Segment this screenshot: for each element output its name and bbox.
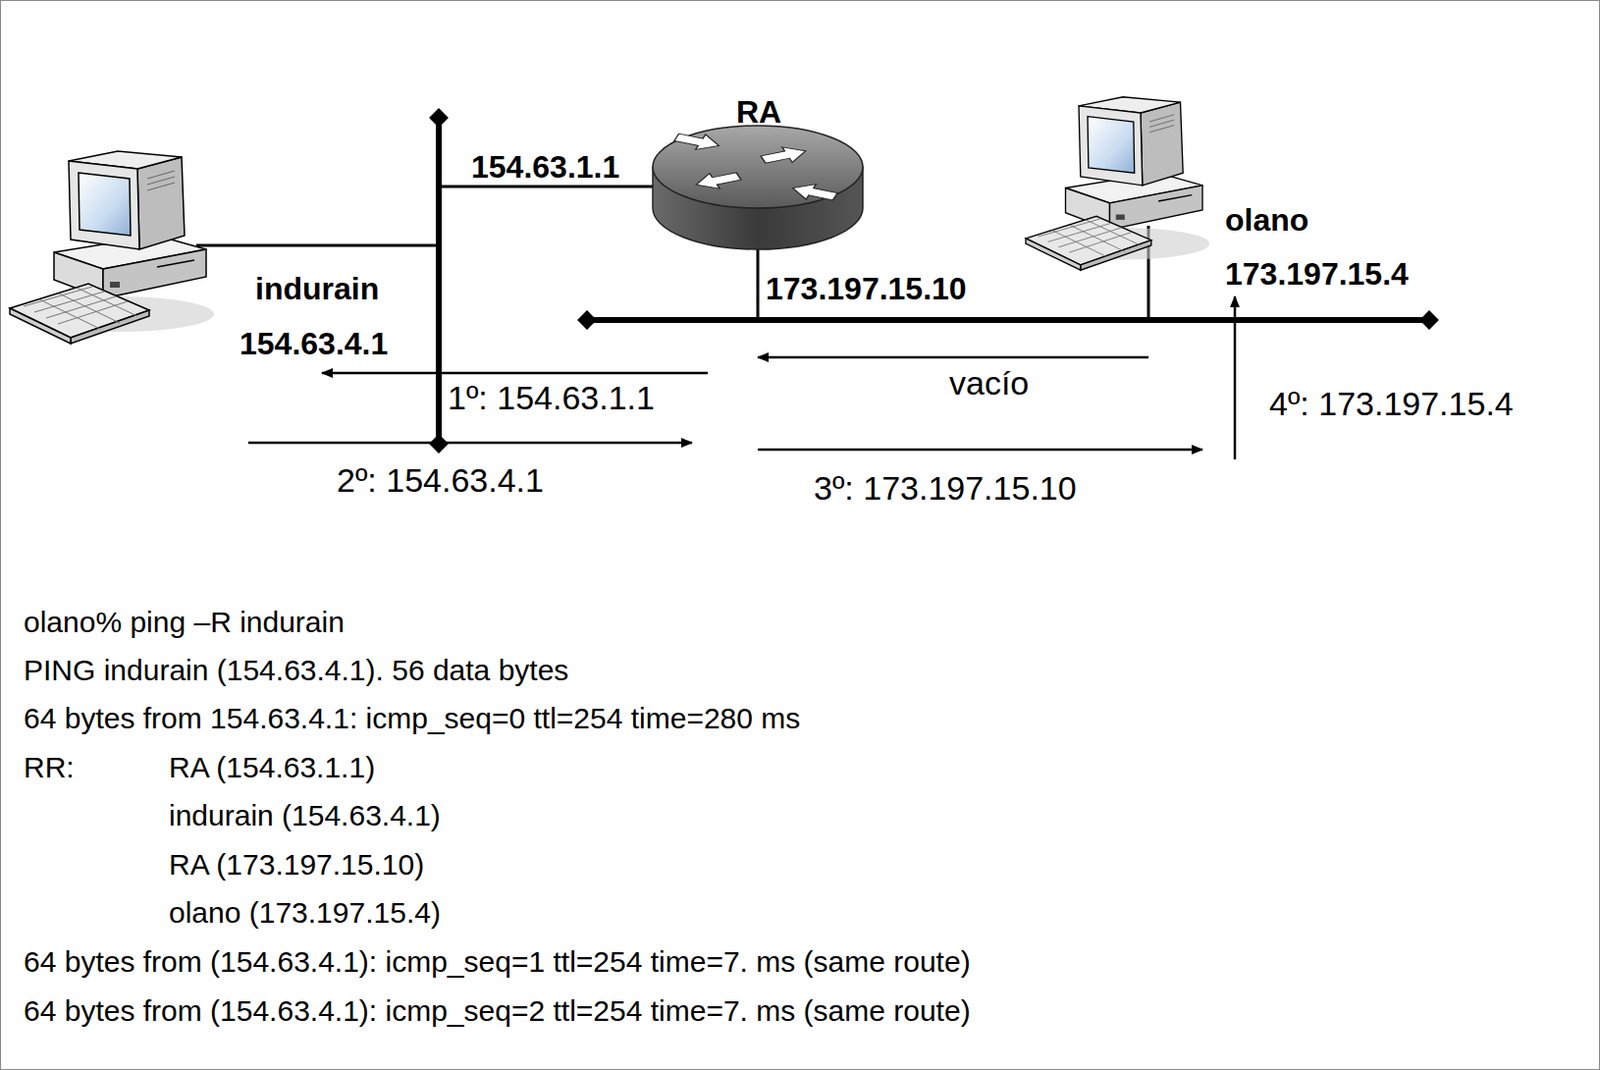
route-note: vacío: [949, 366, 1029, 400]
terminal-line: olano% ping –R indurain: [23, 607, 345, 638]
terminal-line: olano (173.197.15.4): [168, 898, 441, 928]
terminal-line: 64 bytes from (154.63.4.1): icmp_seq=1 t…: [23, 947, 971, 977]
host-name: indurain: [255, 272, 379, 305]
route-step: 2º: 154.63.4.1: [336, 463, 544, 497]
host-name: olano: [1225, 204, 1309, 236]
router-node: RA: [649, 90, 868, 256]
terminal-line: PING indurain (154.63.4.1). 56 data byte…: [23, 655, 569, 686]
terminal-line: RA (173.197.15.10): [168, 850, 425, 880]
route-step: 4º: 173.197.15.4: [1269, 386, 1514, 421]
host-address: 173.197.15.4: [1225, 258, 1409, 290]
host-address: 154.63.4.1: [239, 327, 388, 360]
computer-node: indurain 154.63.4.1: [9, 149, 413, 364]
terminal-line: RR:: [23, 752, 75, 783]
terminal-line: RA (154.63.1.1): [168, 752, 375, 783]
router-name: RA: [736, 96, 782, 128]
terminal-line: 64 bytes from (154.63.4.1): icmp_seq=2 t…: [23, 996, 971, 1026]
terminal-line: indurain (154.63.4.1): [168, 800, 441, 831]
terminal-line: 64 bytes from 154.63.4.1: icmp_seq=0 ttl…: [23, 703, 800, 734]
interface-address: 173.197.15.10: [765, 272, 967, 305]
route-step: 1º: 154.63.1.1: [447, 380, 655, 415]
interface-address: 154.63.1.1: [471, 151, 620, 183]
route-step: 3º: 173.197.15.10: [813, 471, 1077, 505]
computer-node: olano 173.197.15.4: [1025, 95, 1439, 294]
